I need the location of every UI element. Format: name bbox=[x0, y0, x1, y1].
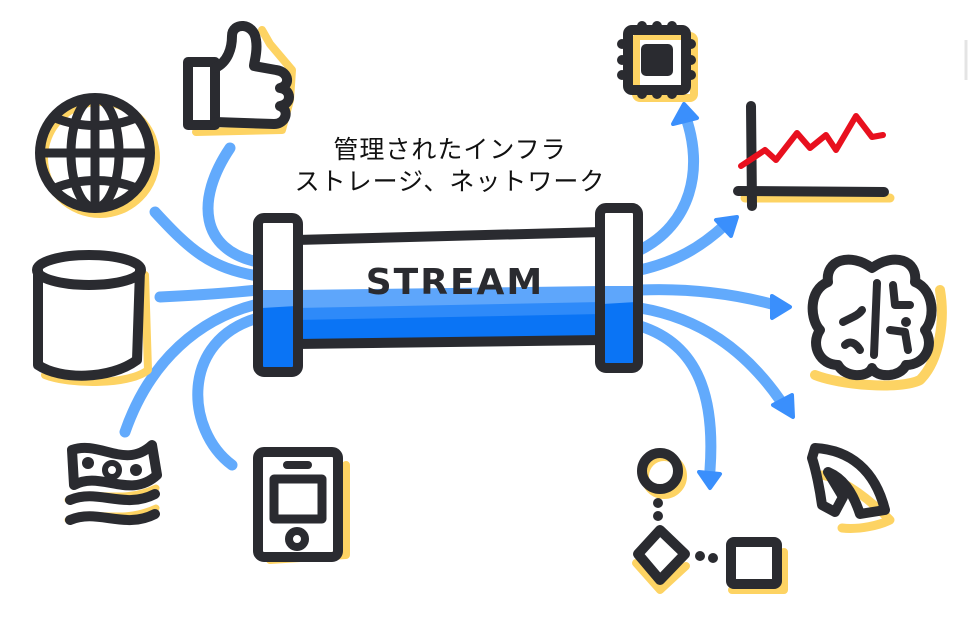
caption: 管理されたインフラ ストレージ、ネットワーク bbox=[270, 134, 630, 198]
stream-pipe bbox=[253, 203, 643, 377]
curved-arrow-icon bbox=[807, 443, 895, 533]
thumbs-up-icon bbox=[183, 21, 296, 136]
caption-line-1: 管理されたインフラ bbox=[333, 135, 567, 164]
globe-icon bbox=[35, 93, 160, 218]
arrowhead-icon bbox=[771, 393, 795, 419]
cpu-chip-icon bbox=[617, 21, 698, 102]
arrowhead-icon bbox=[770, 294, 792, 320]
input-flows bbox=[119, 142, 264, 471]
arrowhead-icon bbox=[697, 470, 722, 490]
flowchart-icon bbox=[632, 448, 788, 594]
mobile-phone-icon bbox=[253, 447, 350, 564]
brain-icon bbox=[807, 254, 947, 391]
caption-line-2: ストレージ、ネットワーク bbox=[294, 167, 606, 196]
database-icon bbox=[32, 250, 152, 386]
arrowhead-icon bbox=[671, 102, 699, 126]
output-flows bbox=[634, 102, 795, 490]
arrowhead-icon bbox=[714, 215, 739, 238]
money-icon bbox=[64, 440, 162, 526]
stream-label: STREAM bbox=[365, 262, 545, 303]
line-chart-icon bbox=[733, 101, 895, 211]
